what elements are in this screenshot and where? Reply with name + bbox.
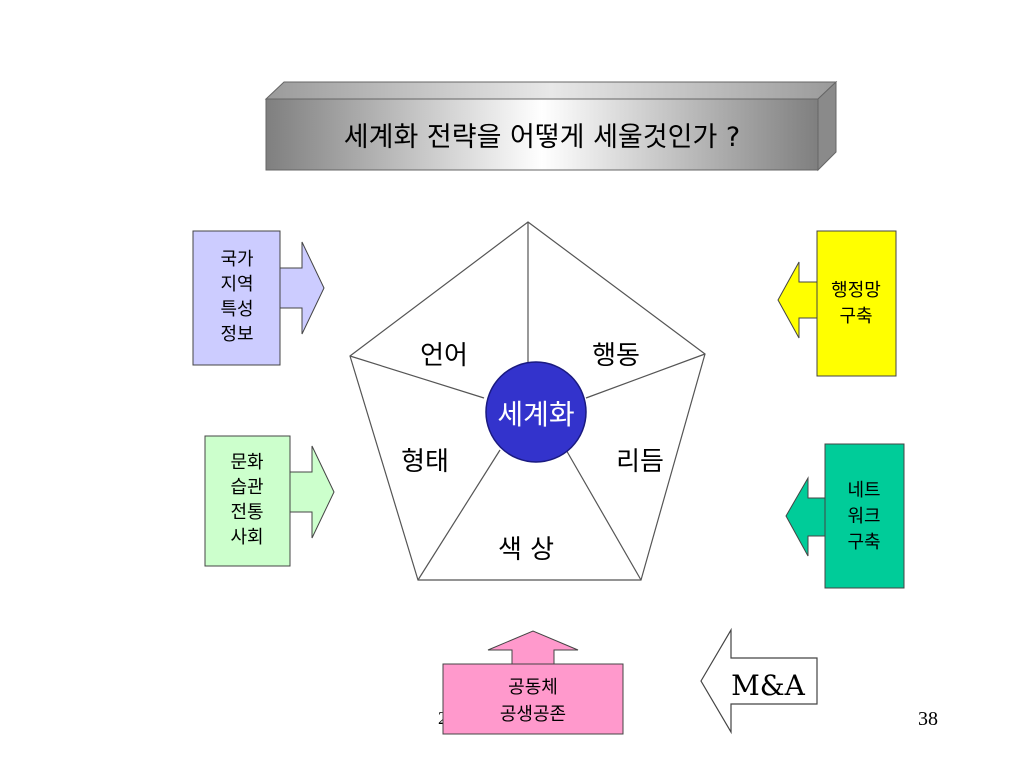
center-circle (485, 361, 587, 463)
pentagon-diagram: 언어 행동 형태 리듬 색 상 세계화 (349, 221, 706, 581)
network-line-1: 네트 (847, 480, 880, 501)
culture-line-2: 습관 (230, 477, 263, 498)
segment-color: 색 상 (498, 535, 554, 565)
segment-behavior: 행동 (592, 341, 640, 371)
page-number: 38 (918, 708, 938, 730)
culture-line-1: 문화 (230, 452, 263, 473)
network-line-3: 구축 (847, 532, 880, 553)
mna-label: M&A (731, 669, 806, 702)
box-admin-network: 행정망 구축 (777, 230, 897, 377)
country-line-4: 정보 (220, 324, 253, 345)
box-network: 네트 워크 구축 (785, 443, 905, 589)
country-line-1: 국가 (220, 249, 253, 270)
admin-line-2: 구축 (839, 306, 872, 327)
segment-form: 형태 (401, 447, 449, 477)
page-title: 세계화 전략을 어떻게 세울것인가 ? (344, 122, 740, 153)
box-country-info: 국가 지역 특성 정보 (192, 230, 325, 366)
mna-arrow: M&A (700, 627, 818, 735)
center-label: 세계화 (497, 398, 574, 431)
culture-line-4: 사회 (230, 527, 263, 548)
segment-rhythm: 리듬 (616, 447, 664, 477)
box-culture: 문화 습관 전통 사회 (204, 435, 335, 567)
box-community: 공동체 공생공존 (442, 630, 624, 735)
admin-line-1: 행정망 (831, 280, 881, 301)
community-line-2: 공생공존 (500, 704, 566, 725)
segment-language: 언어 (420, 341, 468, 371)
community-line-1: 공동체 (508, 677, 558, 698)
country-line-3: 특성 (220, 299, 253, 320)
country-line-2: 지역 (220, 274, 253, 295)
title-banner: 세계화 전략을 어떻게 세울것인가 ? (264, 80, 838, 172)
network-line-2: 워크 (847, 506, 880, 527)
culture-line-3: 전통 (230, 502, 263, 523)
